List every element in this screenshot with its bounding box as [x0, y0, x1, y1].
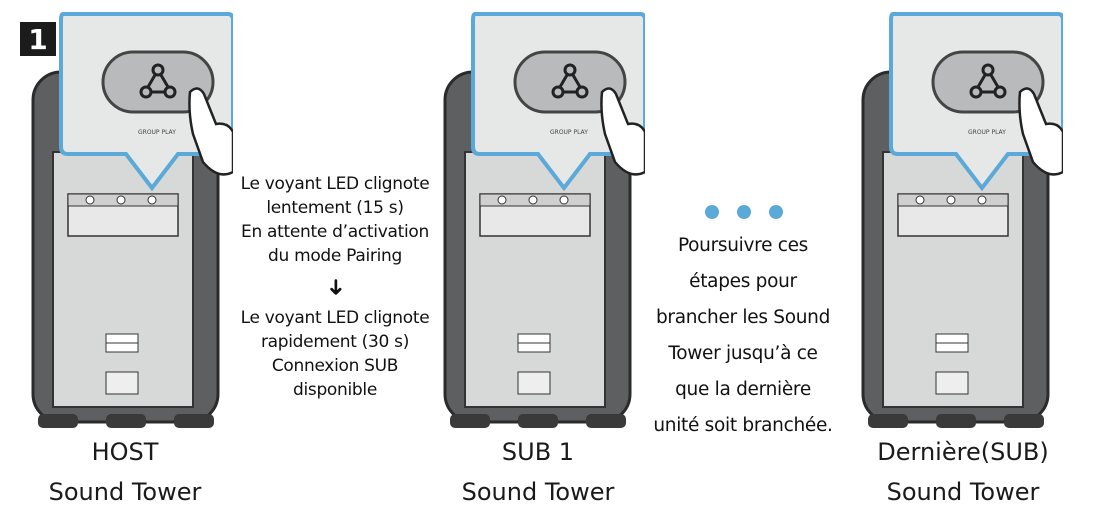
svg-text:GROUP PLAY: GROUP PLAY [138, 129, 176, 136]
led-status-line: Connexion SUB [271, 356, 399, 376]
group-play-icon [551, 63, 589, 99]
tower-back-panel [882, 151, 1024, 408]
led-status-line: Le voyant LED clignote [240, 308, 430, 328]
power-socket [517, 371, 551, 395]
power-socket [105, 371, 139, 395]
svg-text:GROUP PLAY: GROUP PLAY [968, 129, 1006, 136]
tower-back-panel [52, 151, 194, 408]
pointing-hand-icon [600, 87, 645, 176]
last-sub-caption: Dernière(SUB) Sound Tower [853, 432, 1073, 512]
host-tower: GROUP PLAY [28, 12, 233, 432]
group-play-icon [139, 63, 177, 99]
continuation-dots [705, 205, 783, 219]
caption-line: Sound Tower [48, 478, 202, 506]
led-status-line: En attente d’activation [241, 222, 429, 242]
caption-line: Sound Tower [886, 478, 1040, 506]
last-sub-tower: GROUP PLAY [858, 12, 1063, 432]
sub1-caption: SUB 1 Sound Tower [433, 432, 643, 512]
continue-line: brancher les Sound [655, 307, 831, 328]
power-socket [935, 371, 969, 395]
caption-line: Dernière(SUB) [877, 438, 1049, 466]
continue-line: Poursuivre ces [677, 235, 809, 256]
group-play-button [101, 50, 215, 114]
caption-line: SUB 1 [501, 438, 575, 466]
pointing-hand-icon [1018, 87, 1063, 176]
continue-line: que la dernière [675, 379, 811, 400]
step-badge-1: 1 [20, 22, 56, 56]
led-status-line: rapidement (30 s) [260, 332, 410, 352]
dot [705, 205, 719, 219]
svg-text:GROUP PLAY: GROUP PLAY [550, 129, 588, 136]
caption-line: HOST [91, 438, 159, 466]
group-play-icon [969, 63, 1007, 99]
down-arrow-icon: ➜ [322, 277, 348, 297]
continue-instructions: Poursuivre ces étapes pour brancher les … [628, 228, 858, 444]
led-status-line: lentement (15 s) [266, 198, 404, 218]
pointing-hand-icon [188, 87, 233, 176]
continue-line: étapes pour [689, 271, 797, 292]
sub1-tower: GROUP PLAY [440, 12, 645, 432]
dot [769, 205, 783, 219]
continue-line: unité soit branchée. [653, 415, 833, 436]
host-caption: HOST Sound Tower [20, 432, 230, 512]
led-status-line: du mode Pairing [268, 246, 402, 266]
continue-line: Tower jusqu’à ce [668, 343, 818, 364]
group-play-button [513, 50, 627, 114]
tower-back-panel [464, 151, 606, 408]
led-status-text: Le voyant LED clignote lentement (15 s) … [228, 172, 442, 402]
group-play-button [931, 50, 1045, 114]
led-status-line: Le voyant LED clignote [240, 174, 430, 194]
dot [737, 205, 751, 219]
caption-line: Sound Tower [461, 478, 615, 506]
led-status-line: disponible [292, 380, 378, 400]
